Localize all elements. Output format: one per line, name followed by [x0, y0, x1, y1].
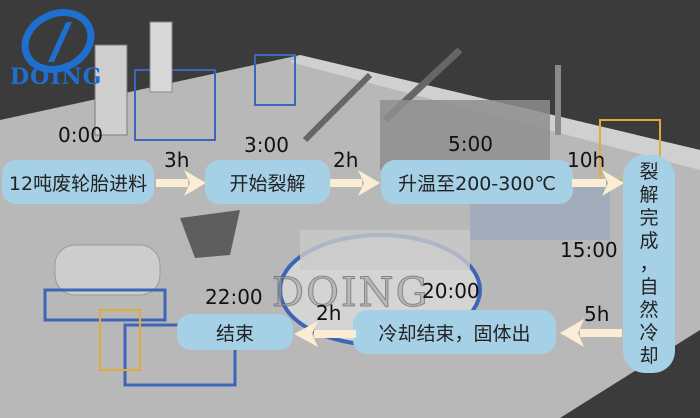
- arrow-right-icon: [330, 170, 380, 196]
- arrow-left-icon: [294, 321, 356, 347]
- step-heat: 升温至200-300℃: [381, 160, 573, 204]
- arrow-left-icon: [560, 319, 622, 347]
- time-cool: 15:00: [560, 238, 618, 262]
- duration-1: 3h: [164, 148, 190, 172]
- step-cool-char: 冷: [639, 321, 659, 344]
- duration-3: 10h: [567, 148, 606, 172]
- step-start: 开始裂解: [205, 160, 330, 204]
- step-cool: 裂 解 完 成 ， 自 然 冷 却: [623, 155, 675, 373]
- step-cool-char: 裂: [639, 160, 659, 183]
- logo-emblem-icon: [21, 9, 95, 73]
- arrow-right-icon: [572, 170, 624, 196]
- step-cool-char: 完: [639, 206, 659, 229]
- time-end: 22:00: [205, 285, 263, 309]
- step-cool-char: 自: [639, 275, 659, 298]
- duration-2: 2h: [333, 148, 359, 172]
- step-feed: 12吨废轮胎进料: [2, 160, 154, 204]
- duration-4: 5h: [584, 302, 610, 326]
- doing-logo: [8, 8, 108, 98]
- time-solid: 20:00: [422, 279, 480, 303]
- step-cool-char: 成: [639, 229, 659, 252]
- step-cool-char: 然: [639, 298, 659, 321]
- logo-text: DOING: [10, 64, 103, 90]
- step-solid: 冷却结束，固体出: [353, 310, 556, 354]
- time-feed: 0:00: [58, 123, 103, 147]
- time-start: 3:00: [244, 133, 289, 157]
- step-cool-char: 却: [639, 344, 659, 367]
- step-end: 结束: [177, 314, 293, 350]
- watermark: DOING: [272, 270, 430, 317]
- arrow-right-icon: [156, 170, 206, 196]
- step-cool-char: 解: [639, 183, 659, 206]
- duration-5: 2h: [316, 301, 342, 325]
- time-heat: 5:00: [448, 132, 493, 156]
- step-cool-char: ，: [639, 252, 659, 275]
